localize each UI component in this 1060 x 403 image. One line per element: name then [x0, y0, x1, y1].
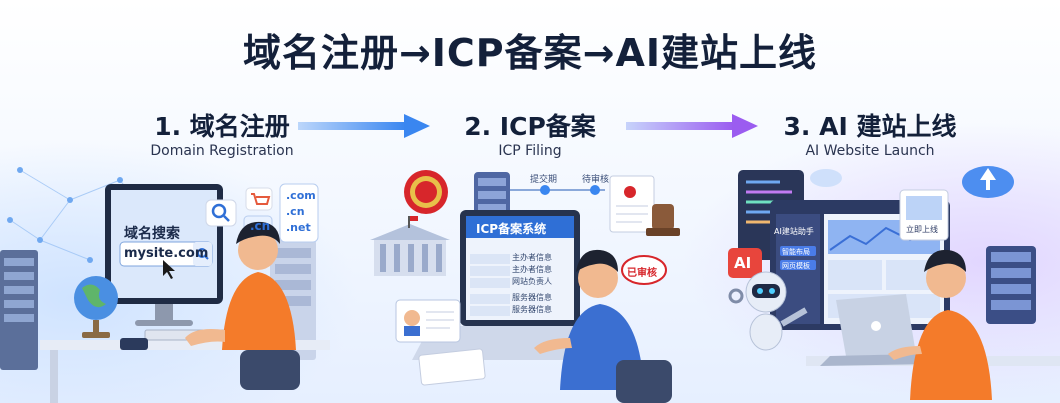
builder-button-template: 网页模板	[782, 262, 810, 270]
page-title: 域名注册→ICP备案→AI建站上线	[242, 31, 818, 75]
domain-illustration	[0, 167, 330, 403]
approved-stamp: 已审核	[627, 268, 657, 279]
form-row: 主办者信息	[512, 253, 552, 262]
icp-system-title: ICP备案系统	[476, 222, 547, 236]
flow-label-1: 提交期	[530, 175, 558, 185]
tld-cn-badge: .cn	[250, 219, 271, 233]
step-1-header: 1. 域名注册 Domain Registration	[92, 112, 352, 160]
step-2-subtitle: ICP Filing	[498, 143, 562, 159]
step-3-header: 3. AI 建站上线 AI Website Launch	[755, 112, 985, 160]
form-row: 服务器信息	[512, 293, 552, 302]
step-2-header: 2. ICP备案 ICP Filing	[420, 112, 640, 160]
ai-badge: AI	[734, 254, 752, 272]
search-domain-value: mysite.com	[124, 246, 209, 261]
arrow-step-2-to-3	[626, 114, 758, 138]
search-title: 域名搜索	[124, 226, 180, 242]
icp-illustration	[370, 170, 680, 403]
tld-list: .com .cn .net	[286, 188, 316, 236]
form-row: 网站负责人	[512, 277, 552, 286]
icp-form-rows: 主办者信息 主办者信息 网站负责人 服务器信息 服务器信息	[512, 252, 552, 316]
launch-card-label: 立即上线	[906, 225, 938, 234]
panel-ai-website-launch: AI AI建站助手 智能布局 网页模板 立即上线	[710, 160, 1060, 403]
panel-icp-filing: ICP备案系统 主办者信息 主办者信息 网站负责人 服务器信息 服务器信息 提交…	[360, 160, 700, 403]
step-3-title: 3. AI 建站上线	[783, 112, 957, 141]
tld-net: .net	[286, 221, 311, 234]
tld-cn: .cn	[286, 205, 305, 218]
form-row: 主办者信息	[512, 265, 552, 274]
panel-domain-registration: 域名搜索 mysite.com .cn .com .cn .net	[0, 160, 340, 403]
step-1-title: 1. 域名注册	[154, 112, 290, 141]
builder-button-layout: 智能布局	[782, 248, 810, 256]
step-2-title: 2. ICP备案	[464, 112, 596, 141]
form-row: 服务器信息	[512, 305, 552, 314]
builder-title: AI建站助手	[774, 227, 814, 236]
arrow-step-1-to-2	[298, 114, 430, 138]
flow-label-2: 待审核	[582, 175, 610, 185]
ai-launch-illustration	[728, 166, 1060, 400]
step-1-subtitle: Domain Registration	[150, 143, 294, 159]
tld-com: .com	[286, 189, 316, 202]
step-3-subtitle: AI Website Launch	[805, 143, 935, 159]
